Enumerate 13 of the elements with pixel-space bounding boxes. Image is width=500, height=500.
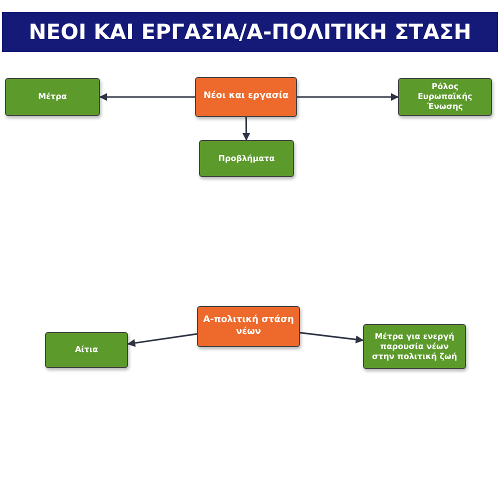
subtopic-box: Αίτια xyxy=(45,332,128,368)
topic-box: Α-πολιτική στάση νέων xyxy=(197,306,300,347)
subtopic-box: Ρόλος Ευρωπαϊκής Ένωσης xyxy=(398,78,492,116)
arrow xyxy=(127,333,198,347)
subtopic-box: Μέτρα xyxy=(5,78,100,116)
arrow xyxy=(297,93,399,101)
subtopic-box: Προβλήματα xyxy=(199,140,294,177)
topic-box: Νέοι και εργασία xyxy=(195,77,297,117)
arrow xyxy=(242,117,250,141)
arrow xyxy=(300,332,364,344)
arrow xyxy=(99,93,195,101)
subtopic-box: Μέτρα για ενεργή παρουσία νέων στην πολιτική ζωή xyxy=(363,324,466,369)
title-bar: ΝΕΟΙ ΚΑΙ ΕΡΓΑΣΙΑ/Α-ΠΟΛΙΤΙΚΗ ΣΤΑΣΗ xyxy=(2,12,498,52)
